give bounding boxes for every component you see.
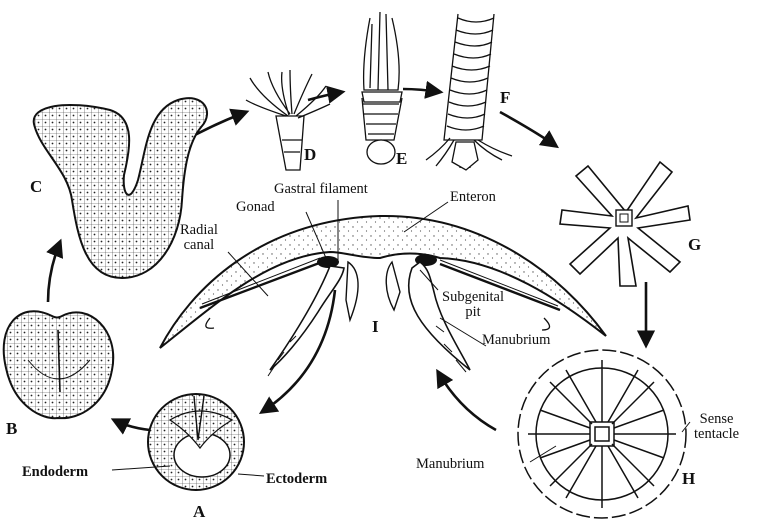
label-manubrium-young: Manubrium xyxy=(416,457,484,472)
stage-i-adult-medusa xyxy=(160,216,606,376)
stage-letter-e: E xyxy=(396,150,407,167)
stage-d-polyp xyxy=(246,70,330,170)
label-endoderm: Endoderm xyxy=(22,465,88,480)
arrow-b-to-c xyxy=(48,242,60,302)
stage-letter-h: H xyxy=(682,470,695,487)
label-sense: Sense xyxy=(700,411,734,427)
arrow-f-to-g xyxy=(500,112,556,146)
label-subgenital-pit: Subgenital pit xyxy=(442,290,504,320)
arrow-d-to-e xyxy=(308,92,342,100)
stage-letter-b: B xyxy=(6,420,17,437)
arrow-e-to-f xyxy=(403,89,440,92)
label-ectoderm: Ectoderm xyxy=(266,472,327,487)
stage-letter-i: I xyxy=(372,318,379,335)
label-canal: canal xyxy=(184,237,215,253)
label-gonad: Gonad xyxy=(236,200,275,215)
arrow-a-to-b xyxy=(114,420,150,430)
stage-h-young-medusa xyxy=(518,350,686,518)
stage-g-ephyra xyxy=(560,162,690,286)
stage-letter-d: D xyxy=(304,146,316,163)
label-sense-tentacle: Sense tentacle xyxy=(694,412,739,442)
arrow-h-to-i xyxy=(438,372,496,430)
stage-letter-c: C xyxy=(30,178,42,195)
stage-a-gastrula xyxy=(148,394,244,490)
label-tentacle: tentacle xyxy=(694,426,739,442)
label-radial: Radial xyxy=(180,222,218,238)
leader-ectoderm xyxy=(238,474,264,476)
label-subgenital: Subgenital xyxy=(442,289,504,305)
stage-letter-a: A xyxy=(193,503,205,520)
label-enteron: Enteron xyxy=(450,190,496,205)
label-gastral-filament: Gastral filament xyxy=(274,182,368,197)
arrow-i-to-a xyxy=(262,290,335,412)
label-manubrium-medusa: Manubrium xyxy=(482,333,550,348)
stage-letter-g: G xyxy=(688,236,701,253)
stage-letter-f: F xyxy=(500,89,510,106)
label-pit: pit xyxy=(465,304,480,320)
stage-e-strobila xyxy=(362,12,402,164)
label-radial-canal: Radial canal xyxy=(180,223,218,253)
stage-b-gastrula xyxy=(4,311,114,418)
